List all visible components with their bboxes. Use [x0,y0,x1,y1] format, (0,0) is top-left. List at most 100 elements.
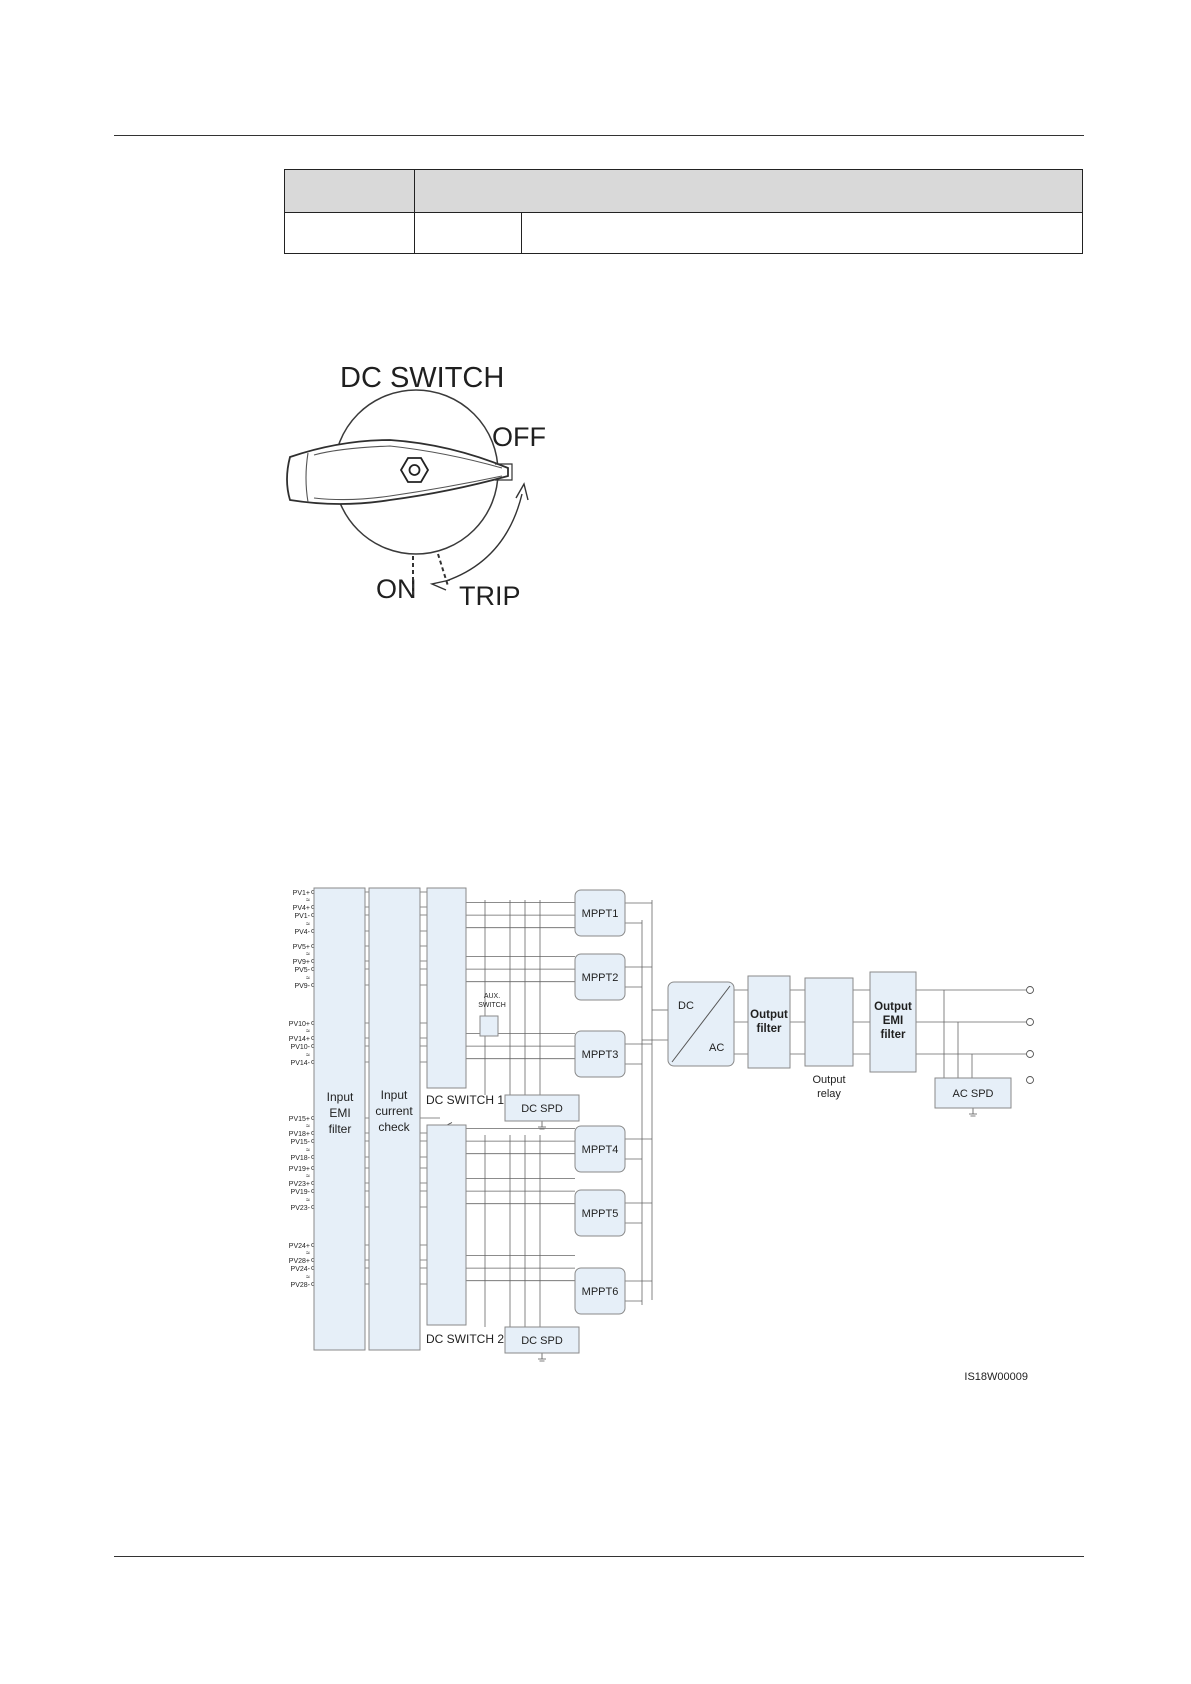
inverter-dc-label: DC [678,1000,694,1012]
output-relay-label-1: Output [812,1074,845,1086]
aux-switch-label-2: SWITCH [478,1002,506,1009]
aux-switch-label-1: AUX. [484,993,500,1000]
pv-input-label: PV4- [294,929,310,936]
dc-spd-2-label: DC SPD [521,1335,563,1347]
output-emi-filter-label-2: EMI [883,1015,903,1027]
mppt3-label: MPPT3 [582,1049,619,1061]
mppt6-label: MPPT6 [582,1286,619,1298]
pv-input-label: PV5- [294,967,310,974]
ac-terminal-icon [1026,1050,1034,1058]
pv-input-label: ≈ [306,975,310,982]
pv-input-label: PV4+ [293,905,310,912]
input-emi-filter-label-1: Input [327,1090,354,1104]
table-header-row [284,169,1083,213]
dc-spd-1-block [504,1094,580,1122]
dc-switch-2-label: DC SWITCH 2 [426,1332,504,1346]
table-header-cell [414,169,1083,213]
pv-input-label: ≈ [306,1274,310,1281]
dc-switch-title: DC SWITCH [340,362,504,394]
pv-input-label: PV10- [291,1044,311,1051]
pv-input-label: PV18+ [289,1131,310,1138]
output-emi-filter-block [869,971,917,1073]
mppt4-block [574,1125,626,1173]
pv-input-label: PV15+ [289,1116,310,1123]
circuit-blocks: Input EMI filter Input current check DC … [313,887,1028,1383]
pv-input-label: PV23+ [289,1181,310,1188]
pv-input-label: ≈ [306,1147,310,1154]
table-row [284,212,1083,254]
pv-input-label: PV24- [291,1266,311,1273]
switch-nut-icon [399,457,430,483]
ground-terminal-icon [1026,1076,1034,1084]
ac-terminal-icon [1026,986,1034,994]
dc-switch-1-block [426,887,467,1089]
pv-input-label: PV19+ [289,1166,310,1173]
figure-id: IS18W00009 [964,1371,1028,1383]
pv-input-label: ≈ [306,951,310,958]
output-relay-block [804,977,854,1067]
pv-input-label: PV18- [291,1155,311,1162]
mppt6-block [574,1267,626,1315]
pv-input-label: ≈ [306,1173,310,1180]
dc-spd-2-block [504,1326,580,1354]
pv-input-label: PV1+ [293,890,310,897]
output-filter-block [747,975,791,1069]
switch-handle-tip [495,463,513,481]
switch-nut-hole [408,464,421,476]
ac-spd-label: AC SPD [953,1088,994,1100]
inverter-ac-label: AC [709,1042,724,1054]
table-header-cell [284,169,415,213]
mppt2-block [574,953,626,1001]
pv-input-label: PV9+ [293,959,310,966]
output-emi-filter-label-3: filter [881,1029,906,1041]
trip-marker [437,553,449,587]
input-current-check-label-1: Input [381,1088,408,1102]
input-emi-filter-block [313,887,366,1351]
input-emi-filter-label-2: EMI [329,1106,350,1120]
mppt3-block [574,1030,626,1078]
mppt2-label: MPPT2 [582,972,619,984]
pv-input-label: PV10+ [289,1021,310,1028]
ground-icon [969,1108,977,1117]
mppt1-block [574,889,626,937]
pv-input-label: ≈ [306,897,310,904]
table-cell [414,212,522,254]
off-label: OFF [492,422,546,452]
pv-input-label: PV14- [291,1060,311,1067]
trip-arrowhead [429,579,451,591]
input-emi-filter-label-3: filter [329,1122,352,1136]
input-current-check-block [368,887,421,1351]
rotation-arrow-icon [445,493,523,582]
pv-input-label: PV9- [294,983,310,990]
circuit-diagram: Input EMI filter Input current check DC … [289,887,1034,1383]
pv-input-label: PV23- [291,1205,311,1212]
mppt4-label: MPPT4 [582,1144,619,1156]
ac-spd-block [934,1077,1012,1109]
dc-switch-figure: DC SWITCH OFF ON TRIP [286,362,546,611]
input-current-check-label-3: check [378,1120,410,1134]
ac-terminal-icon [1026,1018,1034,1026]
dc-spd-1-label: DC SPD [521,1103,563,1115]
input-current-check-label-2: current [375,1104,413,1118]
pv-input-label: ≈ [306,1052,310,1059]
pv-input-label: ≈ [306,921,310,928]
ground-icon [538,1121,546,1130]
pv-input-label: PV1- [294,913,310,920]
header-rule [114,135,1084,136]
mppt1-label: MPPT1 [582,908,619,920]
pv-input-label: ≈ [306,1028,310,1035]
pv-input-label: PV5+ [293,944,310,951]
on-label: ON [376,574,417,604]
output-filter-label-2: filter [757,1023,782,1035]
pv-input-label: PV28+ [289,1258,310,1265]
footer-rule [114,1556,1084,1557]
pv-input-label: PV14+ [289,1036,310,1043]
output-filter-label-1: Output [750,1009,788,1021]
pv-input-label: ≈ [306,1250,310,1257]
pv-input-label: PV19- [291,1189,311,1196]
pv-input-label: ≈ [306,1197,310,1204]
inverter-divider [671,985,731,1063]
trip-label: TRIP [459,581,521,611]
pv-input-label: PV15- [291,1139,311,1146]
dc-switch-2-block [426,1124,467,1326]
